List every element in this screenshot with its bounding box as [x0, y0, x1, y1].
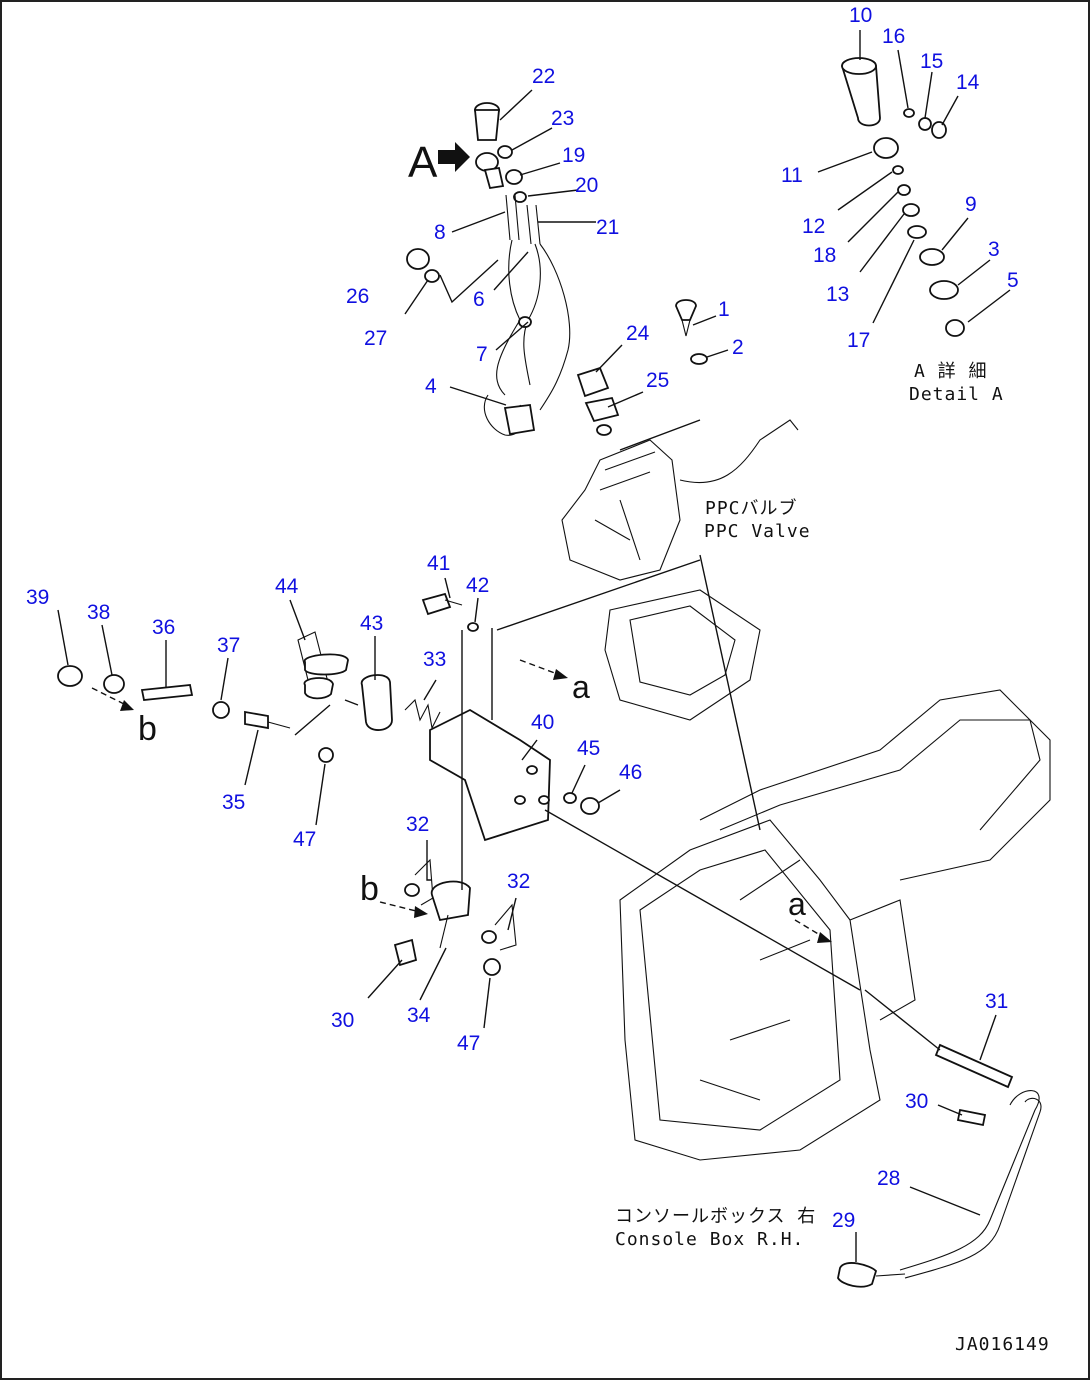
- callout-16: 16: [882, 25, 905, 48]
- callout-33: 33: [423, 648, 446, 671]
- callout-39: 39: [26, 586, 49, 609]
- marker-a-2: a: [788, 886, 806, 922]
- callout-30-right: 30: [905, 1090, 928, 1113]
- callout-22: 22: [532, 65, 555, 88]
- callout-3: 3: [988, 238, 1000, 261]
- callout-9: 9: [965, 193, 977, 216]
- callout-29: 29: [832, 1209, 855, 1232]
- callout-40: 40: [531, 711, 554, 734]
- callout-27: 27: [364, 327, 387, 350]
- marker-a-1: a: [572, 669, 590, 705]
- callout-10: 10: [849, 4, 872, 27]
- callout-18: 18: [813, 244, 836, 267]
- callout-32-left: 32: [406, 813, 429, 836]
- callout-12: 12: [802, 215, 825, 238]
- ppc-valve-label-jp: PPCバルブ: [705, 497, 798, 519]
- lever-assembly: [406, 102, 708, 436]
- callout-4: 4: [425, 375, 437, 398]
- callout-26: 26: [346, 285, 369, 308]
- detail-a-label-en: Detail A: [909, 384, 1004, 405]
- callout-1: 1: [718, 298, 730, 321]
- callout-2: 2: [732, 336, 744, 359]
- callout-38: 38: [87, 601, 110, 624]
- callout-42: 42: [466, 574, 489, 597]
- reference-markers: a a b b: [91, 659, 832, 943]
- callout-37: 37: [217, 634, 240, 657]
- callout-45: 45: [577, 737, 600, 760]
- marker-b-1: b: [138, 710, 157, 748]
- callout-23: 23: [551, 107, 574, 130]
- marker-b-2: b: [360, 870, 379, 908]
- callout-17: 17: [847, 329, 870, 352]
- ppc-valve-label-en: PPC Valve: [704, 521, 811, 542]
- callout-34: 34: [407, 1004, 431, 1027]
- console-box: [619, 689, 1051, 1161]
- callout-47-left: 47: [293, 828, 316, 851]
- callout-25: 25: [646, 369, 669, 392]
- marker-A: A: [408, 138, 438, 187]
- callout-14: 14: [956, 71, 980, 94]
- callout-21: 21: [596, 216, 619, 239]
- console-box-label-en: Console Box R.H.: [615, 1229, 804, 1250]
- console-box-label-jp: コンソールボックス 右: [615, 1206, 816, 1227]
- callout-28: 28: [877, 1167, 900, 1190]
- detail-a-parts: [841, 57, 965, 337]
- callout-15: 15: [920, 50, 943, 73]
- callout-24: 24: [626, 322, 650, 345]
- callout-5: 5: [1007, 269, 1019, 292]
- drawing-code: JA016149: [955, 1334, 1050, 1355]
- callout-46: 46: [619, 761, 642, 784]
- detail-a-label-jp: A 詳 細: [914, 361, 988, 382]
- callout-41: 41: [427, 552, 450, 575]
- callout-6: 6: [473, 288, 485, 311]
- ppc-valve: [561, 419, 799, 721]
- leader-lines: [57, 30, 1011, 1262]
- callout-32-right: 32: [507, 870, 530, 893]
- callout-numbers: 1 2 3 4 5 6 7 8 9 10 11 12 13 14 15 16 1…: [26, 4, 1019, 1232]
- callout-35: 35: [222, 791, 245, 814]
- callout-8: 8: [434, 221, 446, 244]
- callout-7: 7: [476, 343, 488, 366]
- callout-36: 36: [152, 616, 175, 639]
- callout-43: 43: [360, 612, 383, 635]
- callout-11: 11: [781, 164, 803, 187]
- callout-31: 31: [985, 990, 1008, 1013]
- callout-30-lower: 30: [331, 1009, 354, 1032]
- bracket-linkage: [57, 592, 1042, 1288]
- callout-13: 13: [826, 283, 849, 306]
- text-labels: A 詳 細 Detail A PPCバルブ PPC Valve コンソールボック…: [615, 361, 1050, 1355]
- view-arrow-A: A: [408, 138, 470, 187]
- callout-20: 20: [575, 174, 598, 197]
- callout-19: 19: [562, 144, 585, 167]
- callout-47-lower: 47: [457, 1032, 480, 1055]
- callout-44: 44: [275, 575, 299, 598]
